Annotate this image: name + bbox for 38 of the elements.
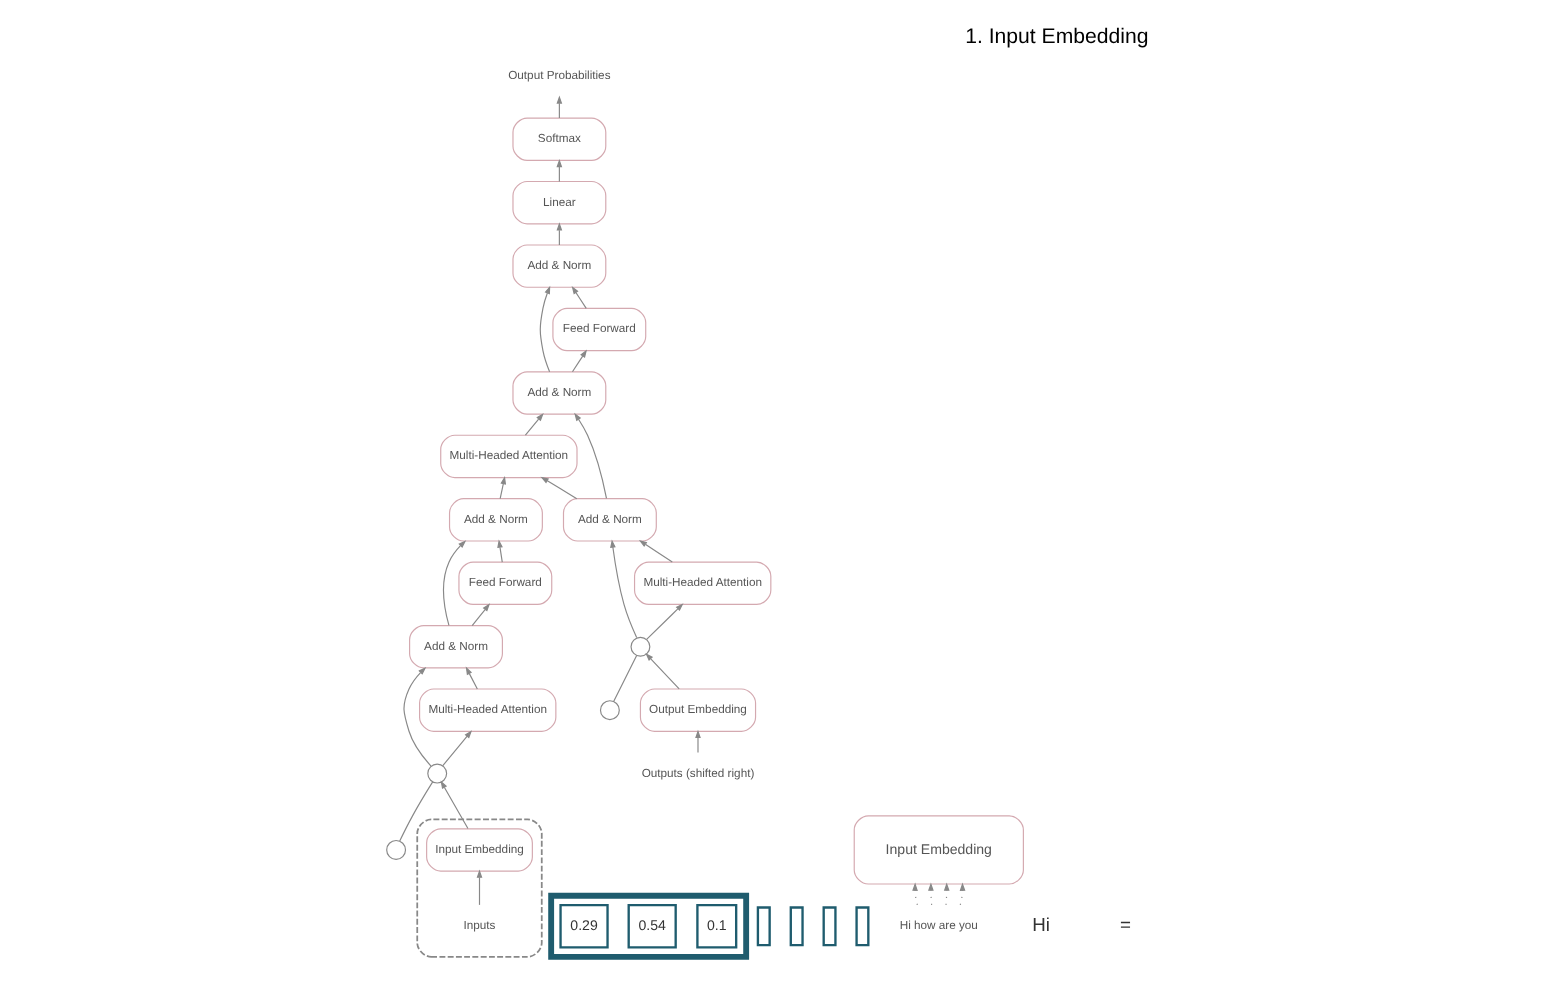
node-circle [598,700,619,721]
arrow [475,869,482,906]
arrow [573,412,607,500]
connector [398,781,433,842]
arrow [570,349,587,373]
connector [612,654,637,703]
arrow [694,729,700,753]
cluster [415,818,542,958]
arrow [911,882,917,906]
arrow [439,780,468,830]
arrow [644,653,679,690]
arrow [498,476,506,500]
cluster [547,892,749,960]
label: = [1119,912,1131,935]
diagram-title: 1. Input Embedding [964,25,1148,50]
label: Hi [1031,912,1049,935]
arrow [470,603,490,627]
arrow [442,540,466,626]
arrow [927,882,933,906]
arrow [523,413,543,436]
node-circle [426,763,447,784]
node-bar [821,906,836,947]
node-bar [755,906,770,947]
arrow [464,666,477,690]
arrow [441,730,472,767]
arrow [637,540,672,563]
arrow [570,286,586,309]
arrow [539,476,577,500]
arrow [496,539,502,563]
arrow [538,285,550,373]
arrow [942,882,949,906]
node-circle [385,839,406,860]
node-bar [788,906,803,947]
arrow [609,539,637,639]
node-circle [629,636,650,657]
arrow [402,667,431,767]
node-bar [854,906,869,947]
arrow [645,603,683,641]
